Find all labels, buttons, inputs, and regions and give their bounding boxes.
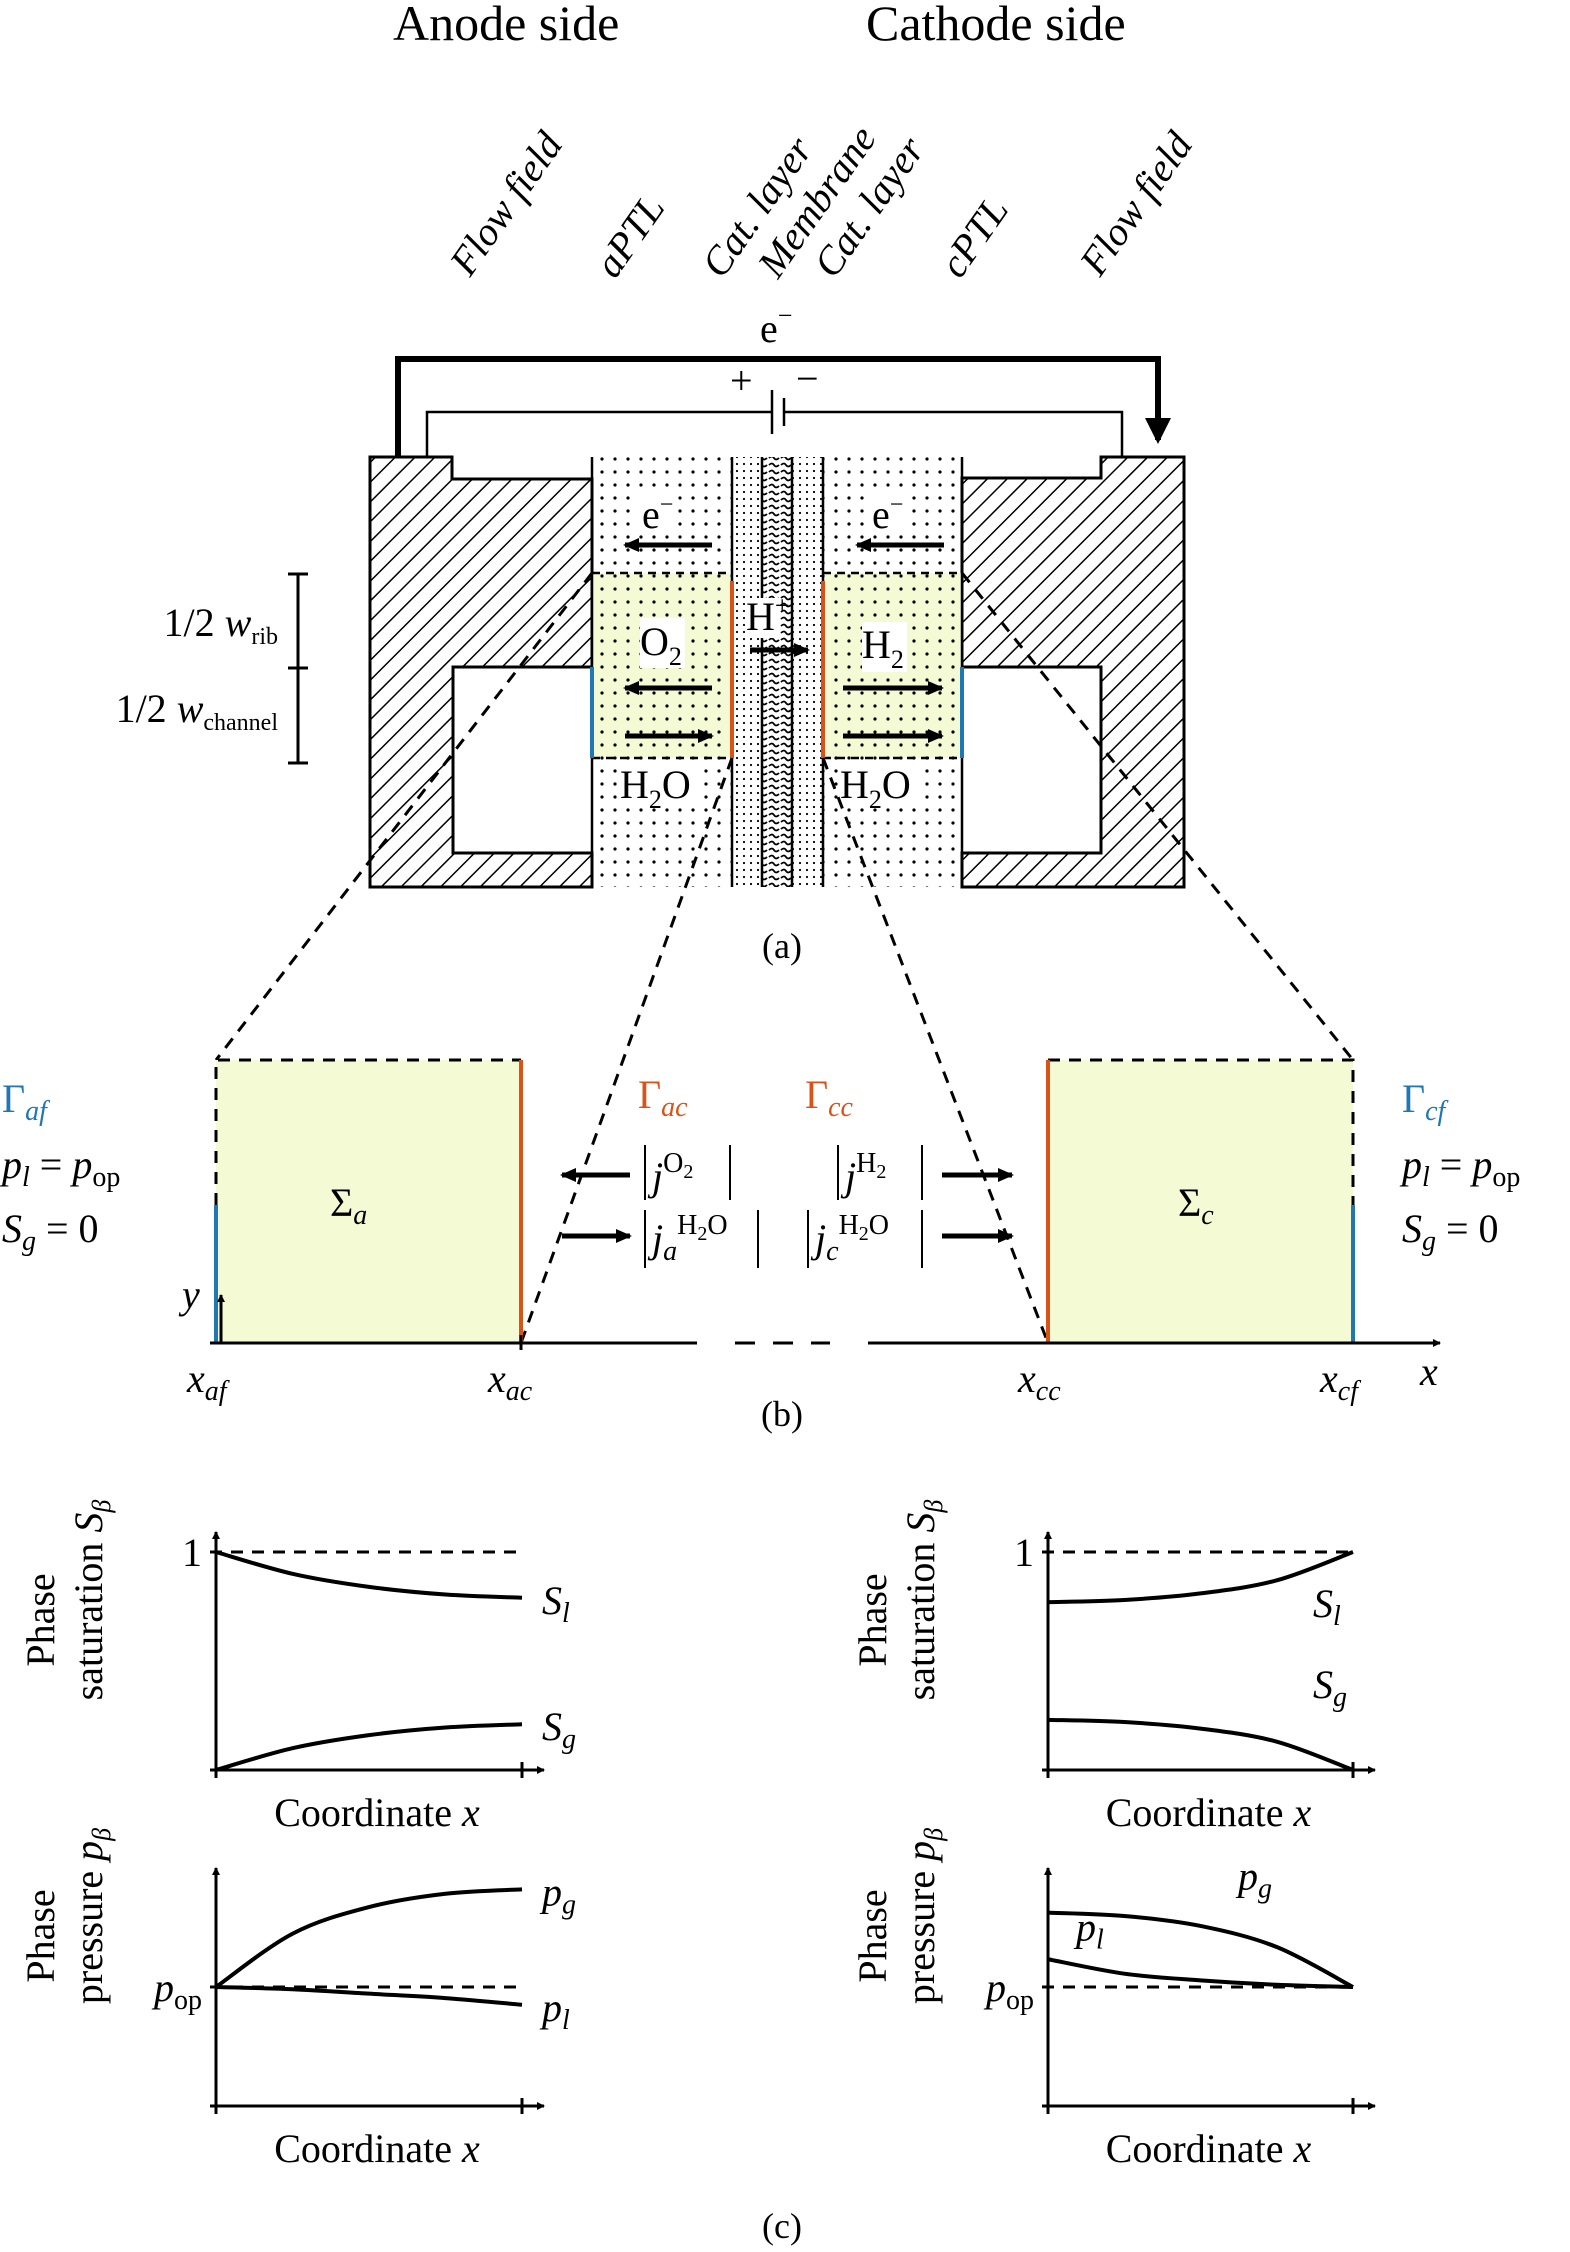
channel-width-label: 1/2 wchannel <box>116 686 279 736</box>
series-label-p-g: pg <box>539 1869 576 1920</box>
x-cf-label: xcf <box>1319 1356 1361 1407</box>
electron-label: e− <box>760 301 792 351</box>
oxygen-label: O2 <box>640 619 682 671</box>
panel-c-label: (c) <box>762 2206 802 2246</box>
cathode-domain <box>1048 1060 1353 1343</box>
series-label-s-l: Sl <box>1313 1581 1341 1632</box>
gamma-cc-label: Γcc <box>805 1072 854 1123</box>
gamma-af-label: Γaf <box>2 1076 50 1127</box>
y-axis-label-line1: Phase <box>850 1573 895 1666</box>
y-axis-label-line1: Phase <box>18 1573 63 1666</box>
y-tick-label: pop <box>151 1965 202 2016</box>
y-tick-label: pop <box>983 1965 1034 2016</box>
cathode-flow-field <box>960 455 1186 889</box>
y-axis-label-line2: pressure pβ <box>66 1828 116 2004</box>
battery-minus-sign: − <box>796 356 819 401</box>
anode-water-label: H2O <box>620 762 691 814</box>
membrane-layer <box>762 457 792 887</box>
series-s-l <box>215 1550 523 1600</box>
anode-catalyst-layer <box>732 457 762 887</box>
layer-label-anode-flow-field: Flow field <box>440 123 572 284</box>
panel-b: y x xaf xac xcc xcf Σa Σc Γaf pl = pop S… <box>0 1058 1520 1434</box>
anode-electron-label: e− <box>642 492 673 537</box>
series-label-s-l: Sl <box>542 1578 570 1629</box>
series-label-p-g: pg <box>1235 1853 1272 1904</box>
dimension-bracket: 1/2 wrib 1/2 wchannel <box>116 572 308 765</box>
y-axis-label-line2: saturation Sβ <box>66 1500 116 1701</box>
layer-labels: Flow field aPTL Cat. layer Membrane Cat.… <box>440 117 1202 286</box>
series-p-l <box>215 1985 523 2007</box>
svg-text:jH2: jH2 <box>840 1148 886 1199</box>
electron-flow-wire <box>395 356 1171 458</box>
svg-text:jO2: jO2 <box>647 1148 693 1199</box>
series-p-l <box>1047 1957 1354 1989</box>
x-axis-label: x <box>1419 1349 1438 1394</box>
hydrogen-flux-label: jH2 <box>837 1145 923 1200</box>
x-axis-label: Coordinate x <box>274 1790 480 1835</box>
rib-width-label: 1/2 wrib <box>164 600 278 650</box>
y-axis-label-line1: Phase <box>850 1889 895 1982</box>
layer-label-cptl: cPTL <box>931 188 1018 285</box>
proton-label: H+ <box>746 591 790 639</box>
anode-saturation-bc: Sg = 0 <box>2 1206 99 1257</box>
sigma-c-label: Σc <box>1178 1180 1214 1231</box>
cathode-electron-label: e− <box>872 492 903 537</box>
series-p-g <box>1047 1910 1354 1989</box>
y-axis-label-line2: saturation Sβ <box>898 1500 948 1701</box>
inner-wire-right <box>784 410 1124 458</box>
x-axis-label: Coordinate x <box>1106 1790 1312 1835</box>
svg-text:jcH2O: jcH2O <box>810 1210 889 1267</box>
layer-label-cathode-flow-field: Flow field <box>1070 123 1202 284</box>
cathode-catalyst-layer <box>792 457 823 887</box>
anode-pressure-bc: pl = pop <box>0 1142 120 1193</box>
series-s-g <box>215 1722 523 1772</box>
panel-b-label: (b) <box>761 1394 803 1434</box>
y-tick-label: 1 <box>182 1530 202 1575</box>
series-p-g <box>214 1887 523 1989</box>
cathode-water-flux-label: jcH2O <box>807 1210 923 1268</box>
series-s-l <box>1047 1550 1354 1605</box>
series-label-s-g: Sg <box>1313 1662 1347 1713</box>
cathode-saturation-bc: Sg = 0 <box>1402 1206 1499 1257</box>
panel-a-label: (a) <box>762 926 802 966</box>
layer-label-aptl: aPTL <box>586 186 674 285</box>
y-tick-label: 1 <box>1014 1530 1034 1575</box>
electrolysis-cell: e− e− H+ O2 H2 H2O H2O <box>368 455 1186 889</box>
y-axis-label: y <box>178 1272 200 1317</box>
anode-side-title: Anode side <box>393 0 619 51</box>
gamma-cf-label: Γcf <box>1402 1076 1449 1127</box>
anode-flow-field <box>368 455 594 889</box>
x-cc-label: xcc <box>1017 1356 1061 1407</box>
anode-domain <box>216 1060 521 1343</box>
y-axis-label-line2: pressure pβ <box>898 1828 948 2004</box>
sigma-a-label: Σa <box>330 1180 367 1231</box>
x-axis-label: Coordinate x <box>1106 2126 1312 2171</box>
x-ac-label: xac <box>487 1356 533 1407</box>
series-s-g <box>1047 1717 1354 1772</box>
series-label-p-l: pl <box>1073 1904 1104 1955</box>
external-circuit: e− + − <box>395 301 1171 458</box>
series-label-p-l: pl <box>539 1985 570 2036</box>
anode-water-flux-label: jaH2O <box>644 1210 759 1268</box>
projection-lines <box>214 572 1355 1344</box>
gamma-ac-label: Γac <box>638 1072 688 1123</box>
oxygen-flux-label: jO2 <box>644 1145 731 1200</box>
cathode-side-title: Cathode side <box>866 0 1126 51</box>
x-axis-label: Coordinate x <box>274 2126 480 2171</box>
x-af-label: xaf <box>186 1356 230 1407</box>
inner-wire-left <box>425 410 772 458</box>
cathode-pressure-bc: pl = pop <box>1399 1142 1520 1193</box>
series-label-s-g: Sg <box>542 1704 576 1755</box>
battery-plus-sign: + <box>730 358 753 403</box>
svg-text:jaH2O: jaH2O <box>647 1210 728 1267</box>
cathode-water-label: H2O <box>840 762 911 814</box>
hydrogen-label: H2 <box>862 622 904 674</box>
y-axis-label-line1: Phase <box>18 1889 63 1982</box>
